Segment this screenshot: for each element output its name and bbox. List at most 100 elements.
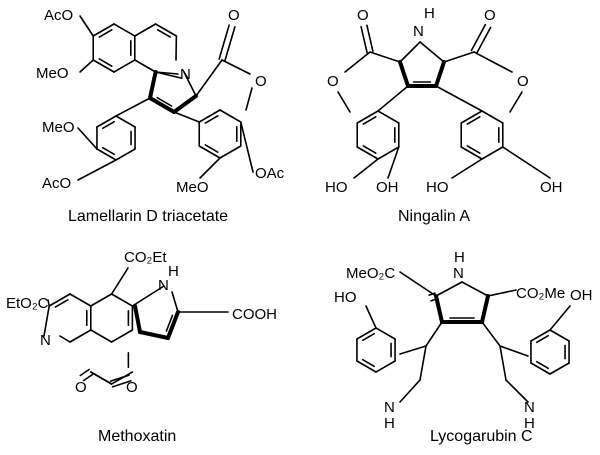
bond xyxy=(505,379,529,403)
atom-label: OH xyxy=(376,179,399,196)
bond xyxy=(92,23,115,37)
bond xyxy=(470,23,487,52)
bond xyxy=(77,159,117,181)
atom-label: O xyxy=(255,73,267,90)
bond xyxy=(59,335,71,343)
bond xyxy=(156,29,172,38)
atom-label: H xyxy=(168,263,179,280)
atom-label: OAc xyxy=(255,165,285,182)
bond xyxy=(79,15,95,37)
atom-label: HO xyxy=(334,289,357,306)
bond xyxy=(399,379,421,403)
bond xyxy=(430,298,438,302)
bond xyxy=(377,85,409,112)
atom-label: MeO₂C xyxy=(346,265,395,282)
bond xyxy=(224,26,236,62)
bond xyxy=(366,24,374,53)
atom-label: CO₂Me xyxy=(516,285,565,302)
bond xyxy=(110,293,134,307)
compound-name: Methoxatin xyxy=(98,428,176,445)
bond xyxy=(356,327,377,340)
bond xyxy=(183,71,197,97)
atom-label: O xyxy=(228,7,240,24)
bond xyxy=(134,59,157,73)
bond xyxy=(219,109,242,123)
bond xyxy=(475,26,492,55)
atom-label: O xyxy=(75,379,87,396)
bond xyxy=(218,24,230,60)
bond xyxy=(377,110,400,124)
bond xyxy=(473,51,513,73)
bond xyxy=(110,329,134,343)
bond xyxy=(356,360,377,373)
bond xyxy=(48,293,71,307)
bond xyxy=(154,23,178,37)
bond xyxy=(481,110,504,124)
atom-label: OH xyxy=(540,179,563,196)
atom-label: AcO xyxy=(44,7,73,24)
compound-name: Lamellarin D triacetate xyxy=(68,208,228,225)
bond xyxy=(353,158,379,179)
bond xyxy=(239,121,254,173)
bond xyxy=(90,329,113,343)
bond xyxy=(461,281,489,297)
bond xyxy=(549,362,570,375)
atom-label: O xyxy=(126,379,138,396)
atom-label: O xyxy=(484,7,496,24)
atom-label: CO₂Et xyxy=(124,249,167,266)
compound-name: Lycogarubin C xyxy=(430,428,533,445)
compound-name: Ningalin A xyxy=(398,208,470,225)
bond xyxy=(115,115,136,128)
bond xyxy=(549,305,571,331)
atom-label: HO xyxy=(426,179,449,196)
bond xyxy=(195,59,223,97)
bond xyxy=(509,91,523,113)
atom-label: N xyxy=(453,265,464,282)
bond xyxy=(435,281,463,297)
bond xyxy=(535,334,549,344)
bond xyxy=(443,51,475,63)
bond xyxy=(90,371,113,385)
bond xyxy=(435,85,483,112)
atom-label: H xyxy=(424,5,435,22)
bond xyxy=(110,267,129,295)
bond xyxy=(156,96,173,107)
bond xyxy=(148,70,158,100)
bond xyxy=(356,146,379,160)
bond xyxy=(501,146,551,179)
bond xyxy=(387,146,400,179)
bond xyxy=(166,310,180,340)
bond xyxy=(47,299,51,307)
bond xyxy=(356,110,379,124)
bond xyxy=(399,271,437,297)
bond xyxy=(460,146,483,160)
bond xyxy=(375,327,396,340)
bond xyxy=(92,59,115,73)
atom-label: O xyxy=(357,7,369,24)
bond xyxy=(69,293,92,307)
structure-ningalin-a: H N O O O O HO OH HO OH Ningalin A xyxy=(325,5,563,225)
bond xyxy=(466,116,481,125)
bond xyxy=(419,345,427,381)
bond xyxy=(113,59,136,73)
bond xyxy=(154,71,179,75)
bond xyxy=(77,127,98,150)
atom-label: O xyxy=(517,73,529,90)
bond xyxy=(434,294,444,324)
bond xyxy=(499,345,507,381)
bond xyxy=(79,368,90,377)
bond xyxy=(399,345,427,355)
atom-label: H xyxy=(524,415,535,432)
bond xyxy=(96,115,117,128)
bond xyxy=(133,304,142,334)
bond xyxy=(480,294,490,324)
atom-label: N xyxy=(180,66,191,83)
bond xyxy=(111,380,132,388)
bond xyxy=(138,330,170,340)
atom-label: HO xyxy=(325,179,348,196)
bond xyxy=(365,305,377,329)
bond xyxy=(101,146,115,156)
atom-label: H xyxy=(454,249,465,266)
structure-methoxatin: CO₂Et EtO₂C N H N COOH O O Methoxatin xyxy=(6,249,277,445)
atom-label: AcO xyxy=(42,175,71,192)
